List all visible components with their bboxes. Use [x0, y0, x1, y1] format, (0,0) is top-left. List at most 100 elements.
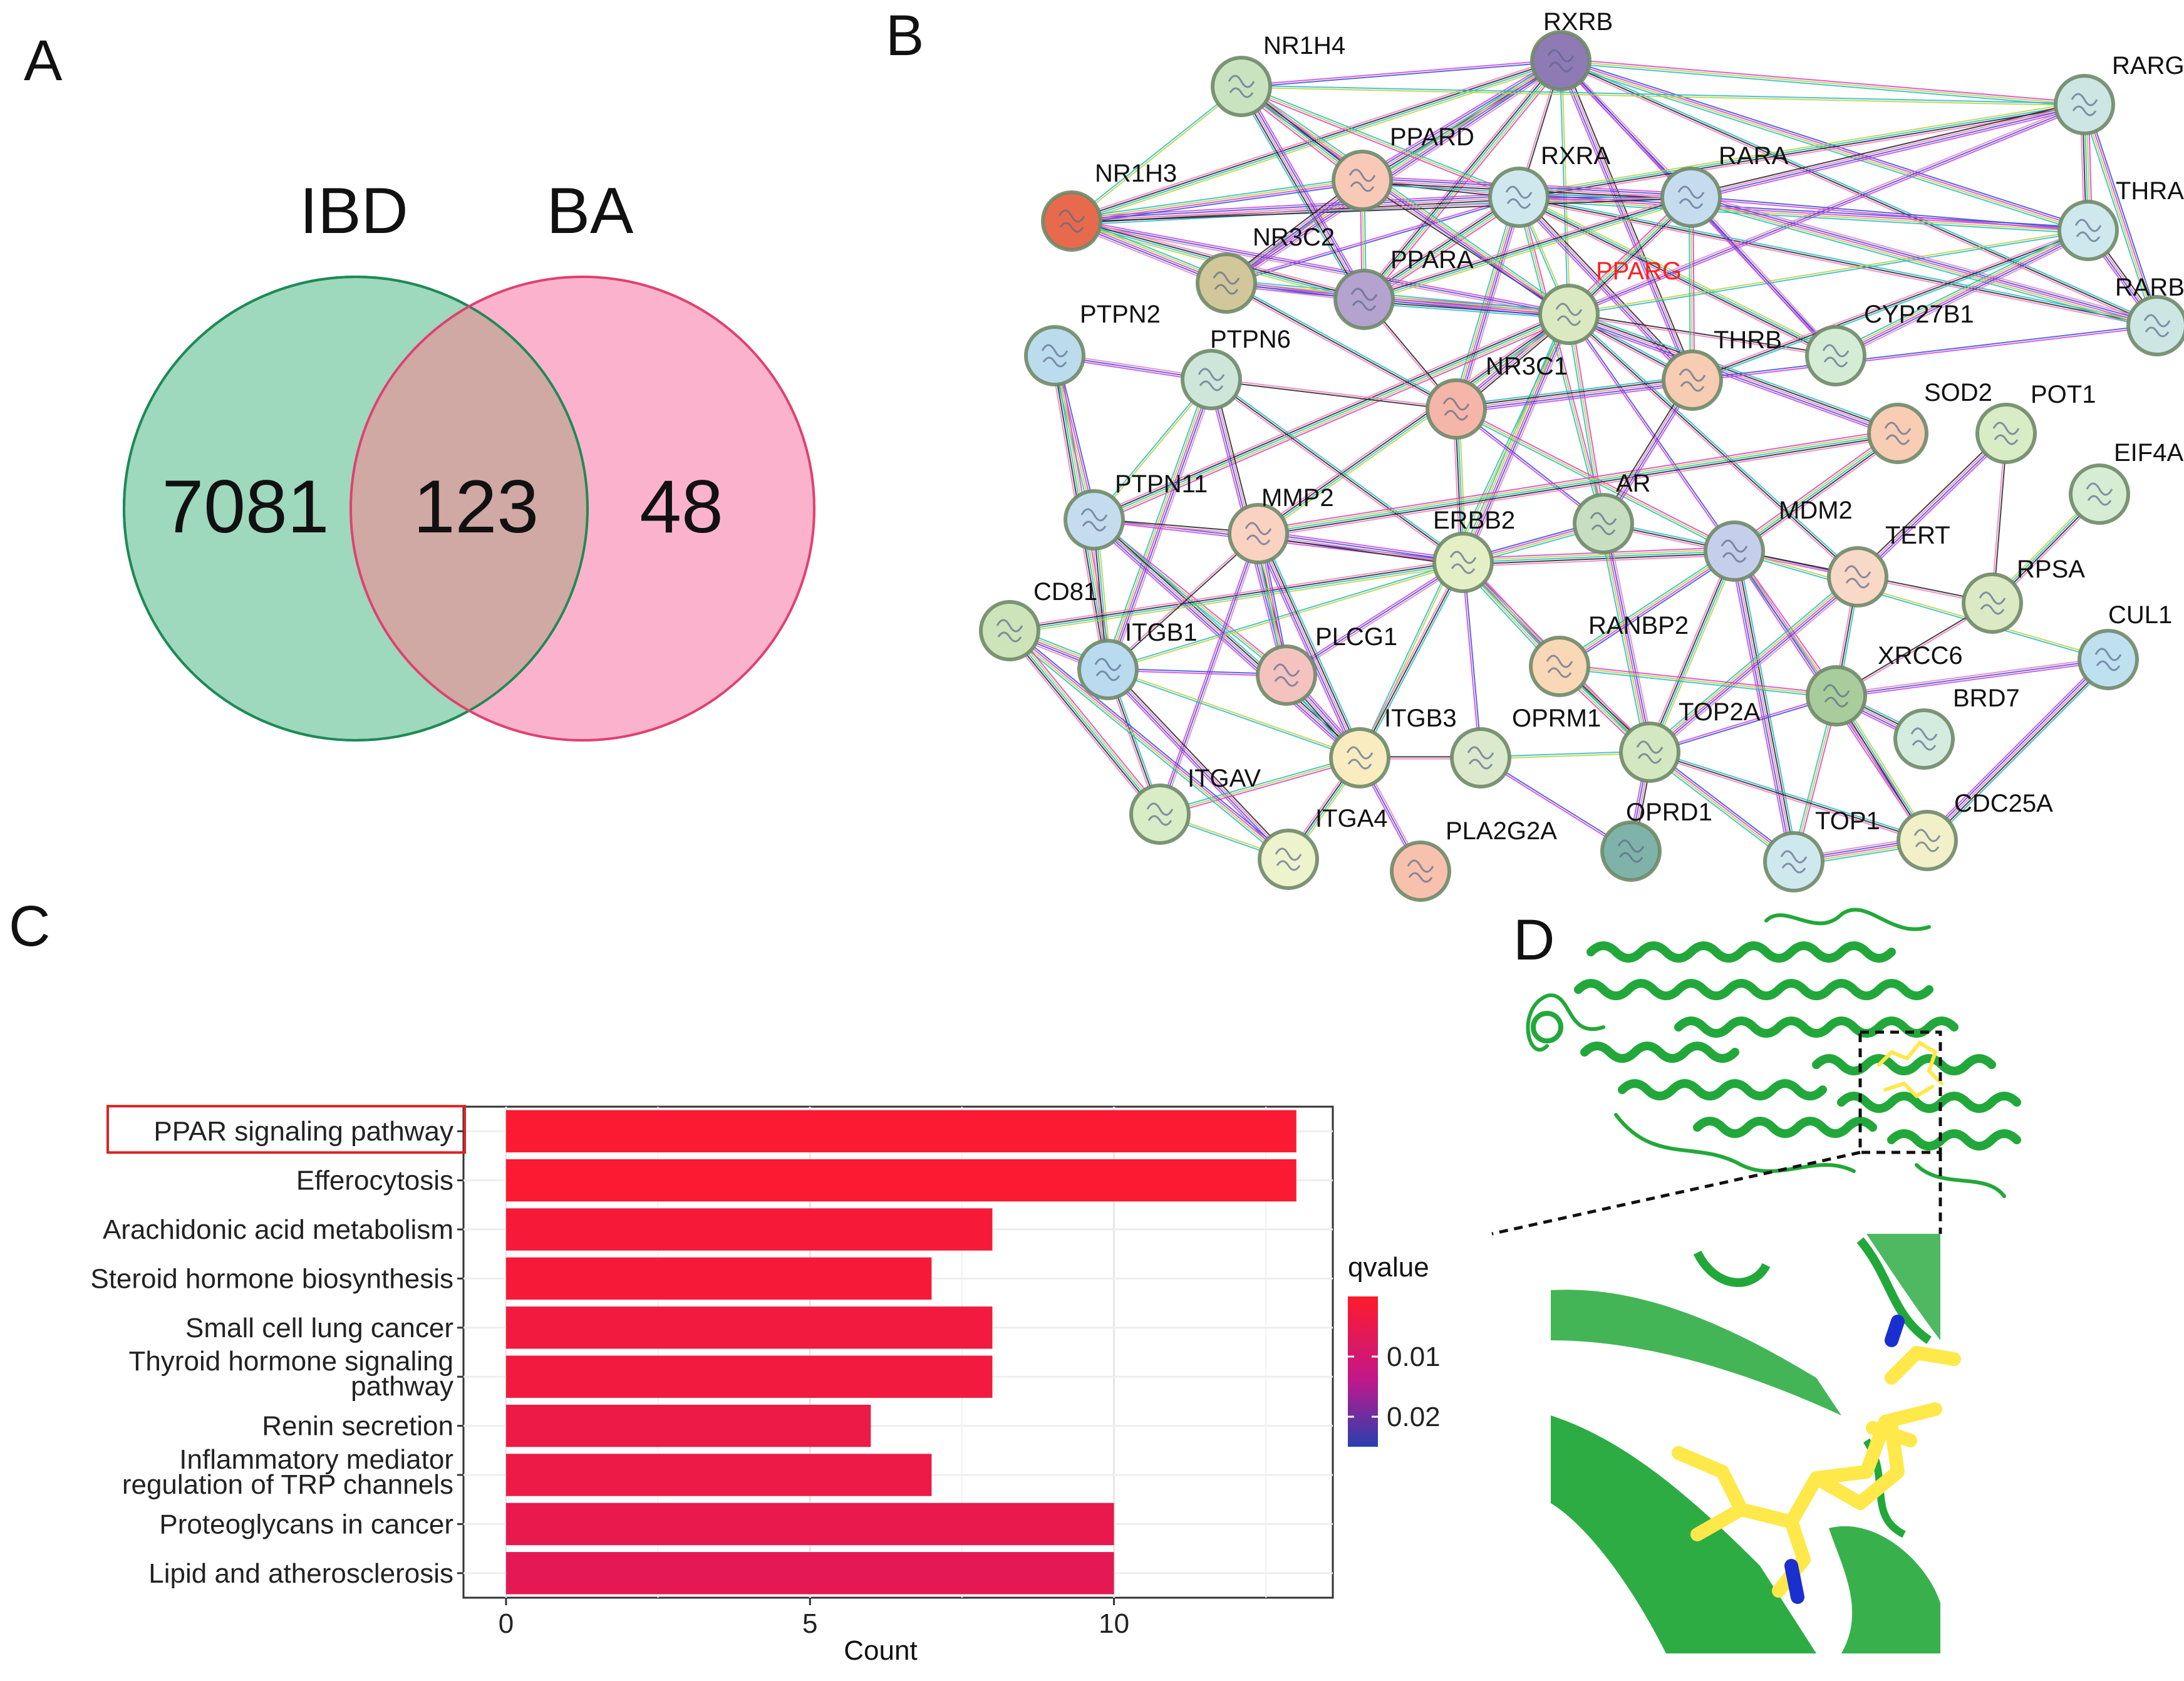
interaction-edge [1071, 195, 1692, 223]
category-label: Thyroid hormone signaling [128, 1346, 453, 1377]
interaction-edge [1211, 378, 1457, 411]
interaction-edge [1006, 628, 1164, 817]
node-label-mmp2: MMP2 [1261, 484, 1334, 512]
category-label: Inflammatory mediator [179, 1444, 453, 1475]
protein-node-itgav [1129, 784, 1191, 845]
protein-node-sod2 [1867, 403, 1928, 464]
interaction-edge [1091, 516, 1363, 762]
protein-node-ptpn11 [1064, 489, 1125, 551]
node-label-cdc25a: CDC25A [1954, 790, 2053, 817]
zoom-line-left [1491, 1151, 1861, 1236]
interaction-edge [1226, 195, 1519, 285]
x-axis-label: Count [844, 1635, 917, 1666]
node-label-top2a: TOP2A [1679, 698, 1761, 726]
interaction-edge [1224, 281, 1458, 411]
interaction-edge [1357, 561, 1466, 759]
bar [505, 1355, 993, 1398]
protein-node-rxrb [1530, 30, 1591, 91]
node-label-ptpn2: PTPN2 [1080, 301, 1161, 328]
protein-node-itgb3 [1329, 727, 1390, 789]
node-label-itga4: ITGA4 [1315, 805, 1388, 832]
panel-label-b: B [886, 4, 924, 68]
bar [505, 1404, 871, 1447]
panel-label-c: C [9, 894, 50, 958]
ba-only-count: 48 [639, 465, 723, 549]
interaction-edge [1209, 377, 1465, 565]
interaction-edge [1241, 85, 2085, 106]
node-label-itgb1: ITGB1 [1125, 619, 1198, 646]
x-tick-label: 0 [499, 1608, 514, 1639]
protein-node-nr1h4 [1211, 56, 1272, 117]
interaction-edge [1363, 194, 1692, 303]
protein-node-erbb2 [1432, 532, 1494, 593]
node-label-ar: AR [1616, 470, 1651, 497]
interaction-edge [1691, 228, 2089, 383]
node-label-brd7: BRD7 [1953, 685, 2020, 712]
node-label-nr1h4: NR1H4 [1263, 32, 1345, 59]
node-label-oprm1: OPRM1 [1512, 705, 1601, 732]
interaction-edge [1690, 101, 2086, 201]
interaction-edge [1566, 314, 1607, 524]
node-label-rxra: RXRA [1541, 142, 1610, 170]
node-label-rarg: RARG [2112, 52, 2184, 80]
protein-node-ptpn2 [1024, 325, 1085, 386]
interaction-edge [1107, 532, 1260, 671]
interaction-edge [1567, 310, 1900, 438]
interaction-edge [1254, 531, 1364, 760]
qvalue-colorbar [1348, 1296, 1378, 1447]
protein-node-nr3c1 [1426, 378, 1487, 440]
node-label-nr3c2: NR3C2 [1253, 224, 1335, 251]
node-label-sod2: SOD2 [1924, 379, 1992, 406]
bar [505, 1159, 1296, 1202]
node-label-itgav: ITGAV [1188, 765, 1261, 792]
node-label-ppara: PPARA [1390, 246, 1474, 274]
legend-title: qvalue [1348, 1252, 1429, 1283]
x-tick-label: 5 [802, 1608, 817, 1639]
interaction-edge [1461, 562, 1483, 758]
overlap-count: 123 [413, 465, 539, 549]
node-label-erbb2: ERBB2 [1433, 507, 1515, 534]
bar [505, 1552, 1114, 1595]
node-label-thrb: THRB [1714, 326, 1782, 354]
bar [505, 1208, 993, 1251]
node-label-tert: TERT [1885, 522, 1950, 549]
node-label-xrcc6: XRCC6 [1878, 642, 1963, 670]
category-label: Efferocytosis [296, 1166, 453, 1196]
protein-node-xrcc6 [1806, 665, 1867, 727]
category-label: PPAR signaling pathway [153, 1116, 453, 1147]
bar [505, 1257, 932, 1300]
node-label-eif4a1: EIF4A1 [2114, 439, 2184, 467]
ligand-sticks [1672, 1315, 1961, 1604]
interaction-edge [2081, 103, 2161, 327]
interaction-edge [1360, 56, 1563, 185]
kegg-bar-chart: C PPAR signaling pathwayEfferocytosisAra… [9, 894, 1441, 1666]
ba-label: BA [547, 175, 634, 247]
protein-node-thrb [1662, 349, 1723, 411]
node-label-cd81: CD81 [1033, 578, 1097, 606]
category-label: Small cell lung cancer [185, 1313, 453, 1343]
protein-node-oprd1 [1600, 820, 1662, 882]
interaction-edge [1258, 530, 1464, 566]
interaction-edge [1567, 312, 1860, 579]
ibd-label: IBD [299, 175, 408, 247]
legend-tick-label: 0.01 [1387, 1342, 1441, 1372]
interaction-edge [1690, 195, 2089, 232]
node-label-cul1: CUL1 [2108, 601, 2172, 629]
protein-node-plcg1 [1256, 644, 1317, 706]
interaction-edge [1071, 177, 1363, 225]
node-label-ptpn6: PTPN6 [1210, 326, 1291, 353]
node-label-oprd1: OPRD1 [1626, 799, 1712, 826]
node-label-pparg: PPARG [1596, 257, 1682, 285]
interaction-edge [1648, 749, 1928, 844]
interaction-edge [1240, 84, 1520, 200]
protein-node-tert [1827, 546, 1888, 608]
protein-node-rarb [2126, 295, 2184, 356]
protein-node-top1 [1763, 831, 1824, 892]
docking-structure: D [1491, 908, 2021, 1653]
interaction-edge [1647, 573, 1861, 756]
bar [505, 1503, 1114, 1546]
interaction-edge [1451, 195, 1524, 411]
protein-node-nr3c2 [1196, 252, 1257, 314]
interaction-edge [1734, 549, 2109, 661]
protein-node-ppara [1333, 269, 1395, 330]
